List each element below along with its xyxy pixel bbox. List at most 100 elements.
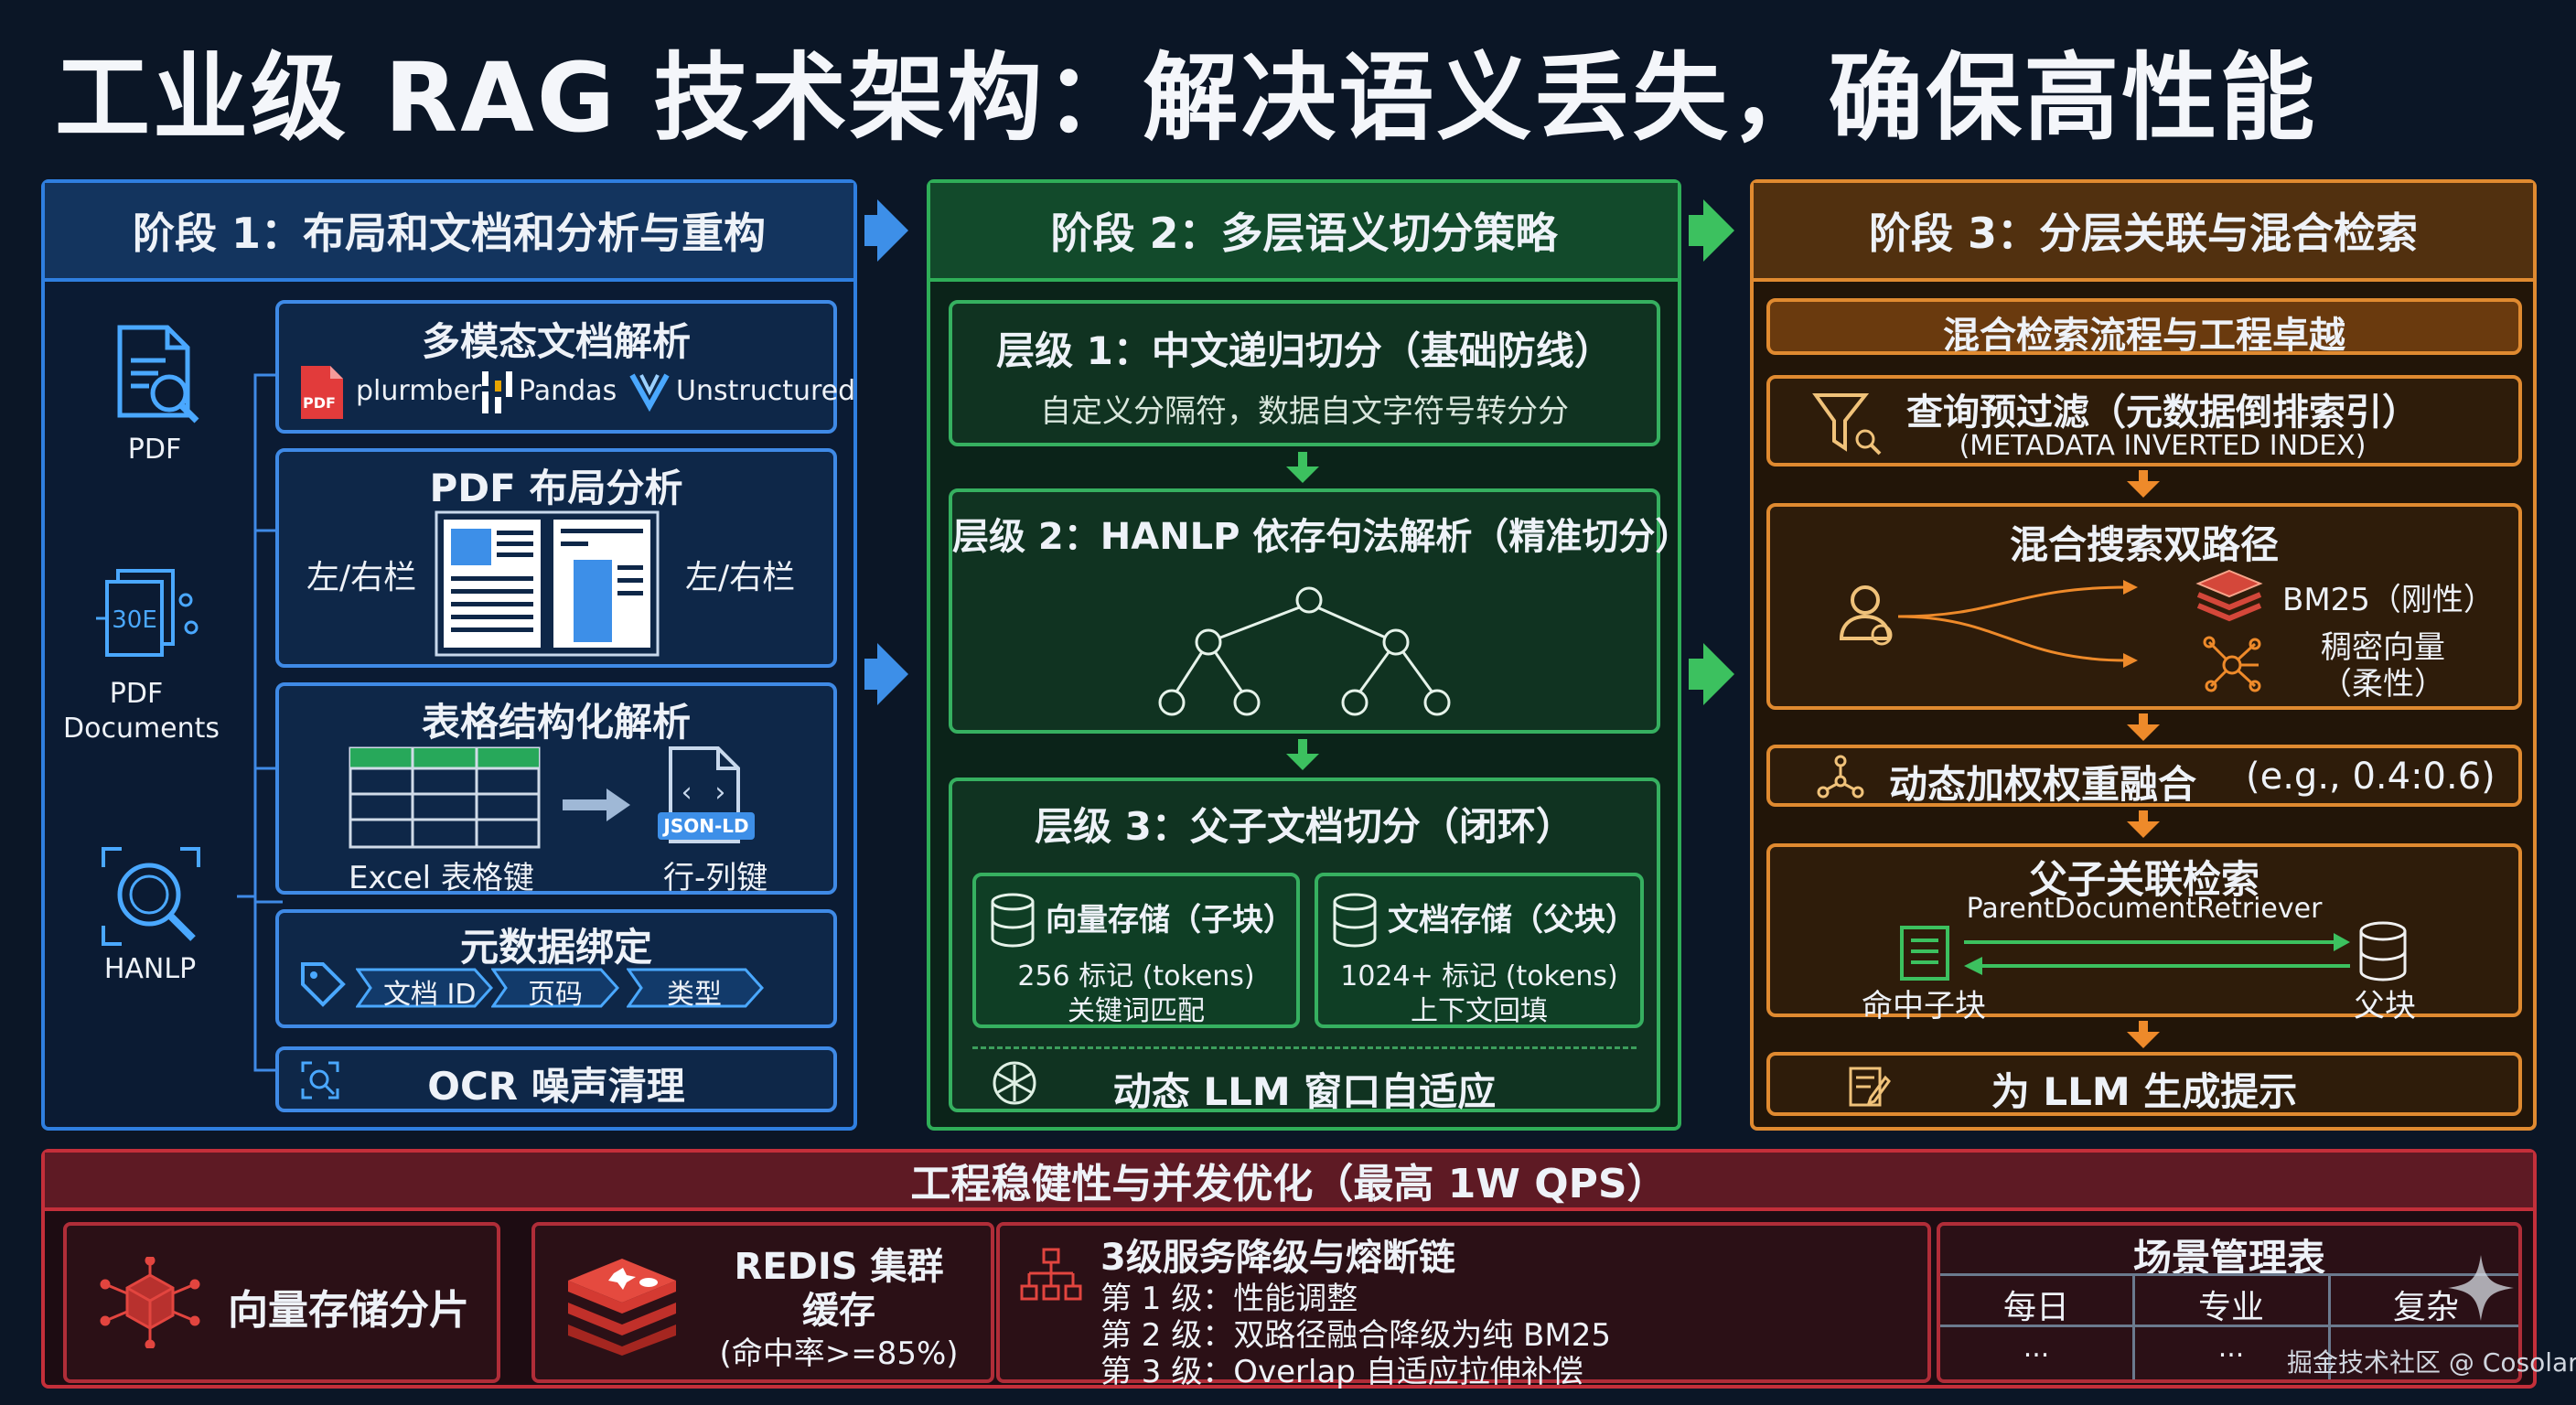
child-doc-icon	[1900, 926, 1949, 981]
arrow-shaft	[2139, 810, 2148, 821]
bm25-label: BM25（刚性）	[2282, 582, 2495, 618]
table-parsing-title: 表格结构化解析	[421, 700, 691, 745]
documents-icon: 30E	[96, 569, 199, 657]
degradation-title: 3级服务降级与熔断链	[1100, 1237, 1455, 1279]
two-column-layout-icon	[435, 510, 660, 657]
arrow-down-icon	[2127, 1032, 2160, 1048]
redis-cluster-label: REDIS 集群	[734, 1246, 944, 1288]
ocr-cleanup-box: OCR 噪声清理	[275, 1046, 837, 1112]
engineering-robustness-panel: 工程稳健性与并发优化（最高 1W QPS） 向量存储分片 REDI	[41, 1149, 2537, 1390]
parent-store-tokens: 1024+ 标记 (tokens)	[1340, 960, 1618, 992]
left-column-label: 左/右栏	[306, 559, 417, 596]
redis-hit-rate: (命中率>=85%)	[719, 1335, 959, 1372]
query-prefilter-box: 查询预过滤（元数据倒排索引） (METADATA INVERTED INDEX)	[1766, 375, 2522, 467]
hybrid-search-title: 混合搜索双路径	[2009, 522, 2279, 567]
ocr-title: OCR 噪声清理	[427, 1064, 685, 1109]
excel-key-label: Excel 表格键	[349, 860, 534, 896]
level-3-title: 层级 3：父子文档切分（闭环）	[1035, 804, 1574, 849]
tag-icon	[301, 962, 346, 1007]
query-prefilter-sub: (METADATA INVERTED INDEX)	[1959, 430, 2367, 462]
pandas-icon	[482, 371, 512, 413]
scene-table-title: 场景管理表	[2132, 1236, 2325, 1281]
level-1-box: 层级 1：中文递归切分（基础防线） 自定义分隔符，数据自文字符号转分分	[949, 300, 1660, 446]
redis-cache-box: REDIS 集群 缓存 (命中率>=85%)	[531, 1222, 994, 1383]
arrow-right-icon	[877, 199, 908, 262]
degradation-level-3: 第 3 级：Overlap 自适应拉伸补偿	[1100, 1354, 1583, 1390]
pdf-layout-box: PDF 布局分析 左/右栏 左/右栏	[275, 448, 837, 668]
excel-table-icon	[349, 746, 541, 849]
pdf-search-icon	[117, 325, 199, 424]
divider	[1940, 1273, 2518, 1276]
svg-text:30E: 30E	[112, 606, 157, 634]
tool-plurmber: plurmber	[356, 375, 482, 407]
table-parsing-box: 表格结构化解析 ‹ › JSON-LD Excel 表格键 行-列键	[275, 682, 837, 896]
parent-doc-store-box: 文档存储（父块） 1024+ 标记 (tokens) 上下文回填	[1315, 873, 1644, 1028]
arrow-right-icon	[563, 788, 630, 821]
row-column-key-label: 行-列键	[663, 860, 768, 896]
stage-2-header: 阶段 2：多层语义切分策略	[930, 183, 1678, 282]
pdf-layout-title: PDF 布局分析	[429, 466, 683, 510]
hit-child-label: 命中子块	[1862, 988, 1986, 1024]
hanlp-icon-label: HANLP	[103, 953, 197, 985]
arrow-shaft	[2139, 1021, 2148, 1032]
dense-vector-label: 稠密向量	[2321, 629, 2445, 666]
llm-prompt-title: 为 LLM 生成提示	[1991, 1069, 2298, 1114]
hanlp-icon	[102, 847, 200, 946]
arrow-shaft	[864, 659, 877, 690]
chip-page-number: 页码	[491, 968, 619, 1011]
child-store-keyword: 关键词匹配	[1068, 995, 1205, 1027]
hybrid-flow-banner-title: 混合检索流程与工程卓越	[1943, 315, 2345, 357]
sparkle-icon	[2448, 1255, 2514, 1321]
openai-icon	[993, 1061, 1036, 1105]
ocr-scan-icon	[301, 1061, 339, 1099]
weighted-fusion-title: 动态加权权重融合	[1889, 762, 2197, 807]
stage-3-header: 阶段 3：分层关联与混合检索	[1754, 183, 2533, 282]
hybrid-search-box: 混合搜索双路径 BM25（刚性） 稠密向量 （柔性）	[1766, 503, 2522, 710]
filter-search-icon	[1812, 393, 1882, 456]
arrow-shaft	[2139, 470, 2148, 481]
shard-cube-icon	[100, 1257, 200, 1348]
tool-unstructured: Unstructured	[676, 375, 856, 407]
fusion-nodes-icon	[1817, 755, 1864, 799]
degradation-level-1: 第 1 级：性能调整	[1100, 1281, 1358, 1317]
arrow-down-icon	[2127, 481, 2160, 498]
page-title: 工业级 RAG 技术架构：解决语义丢失，确保高性能	[55, 42, 2318, 154]
level-2-title: 层级 2：HANLP 依存句法解析（精准切分）	[952, 516, 1692, 558]
degradation-chain-box: 3级服务降级与熔断链 第 1 级：性能调整 第 2 级：双路径融合降级为纯 BM…	[996, 1222, 1931, 1390]
watermark-text: 掘金技术社区 @ Cosolar	[2287, 1347, 2576, 1378]
unstructured-icon	[629, 373, 670, 412]
level-1-title: 层级 1：中文递归切分（基础防线）	[996, 328, 1613, 373]
scene-management-table: 场景管理表 每日 专业 复杂 ... ...	[1937, 1222, 2522, 1383]
chip-doc-id: 文档 ID	[356, 968, 493, 1011]
level-3-box: 层级 3：父子文档切分（闭环） 向量存储（子块） 256 标记 (tokens)…	[949, 778, 1660, 1114]
arrow-down-icon	[1286, 467, 1319, 483]
edit-document-icon	[1849, 1067, 1891, 1107]
svg-text:‹ ›: ‹ ›	[679, 777, 728, 809]
divider	[2328, 1273, 2331, 1379]
metadata-title: 元数据绑定	[459, 925, 652, 970]
arrow-shaft	[1689, 215, 1703, 246]
scene-col-professional: 专业	[2197, 1289, 2264, 1326]
engineering-header: 工程稳健性与并发优化（最高 1W QPS）	[45, 1153, 2533, 1211]
divider	[972, 1046, 1637, 1049]
database-icon	[2359, 921, 2407, 981]
pdf-icon-label: PDF	[127, 434, 182, 466]
arrow-shaft	[2139, 713, 2148, 724]
arrow-down-icon	[2127, 821, 2160, 838]
right-column-label: 左/右栏	[685, 559, 796, 596]
divider	[2132, 1273, 2135, 1379]
divider	[1940, 1325, 2518, 1327]
arrow-right-icon	[877, 643, 908, 705]
stage-2-panel: 阶段 2：多层语义切分策略 层级 1：中文递归切分（基础防线） 自定义分隔符，数…	[927, 179, 1692, 1131]
redis-cache-label: 缓存	[802, 1290, 875, 1332]
parent-retriever-name: ParentDocumentRetriever	[1966, 893, 2323, 925]
database-icon	[1333, 893, 1377, 948]
arrow-shaft	[1689, 659, 1703, 690]
parent-store-title: 文档存储（父块）	[1388, 902, 1637, 938]
level-1-desc: 自定义分隔符，数据自文字符号转分分	[1040, 393, 1569, 430]
layered-stack-icon	[2195, 569, 2263, 622]
chip-type: 类型	[627, 968, 764, 1011]
vector-network-icon	[2203, 636, 2261, 692]
level-2-box: 层级 2：HANLP 依存句法解析（精准切分）	[949, 488, 1692, 734]
multimodal-parsing-box: 多模态文档解析 PDF plurmber Pandas Unstructured	[275, 300, 855, 434]
